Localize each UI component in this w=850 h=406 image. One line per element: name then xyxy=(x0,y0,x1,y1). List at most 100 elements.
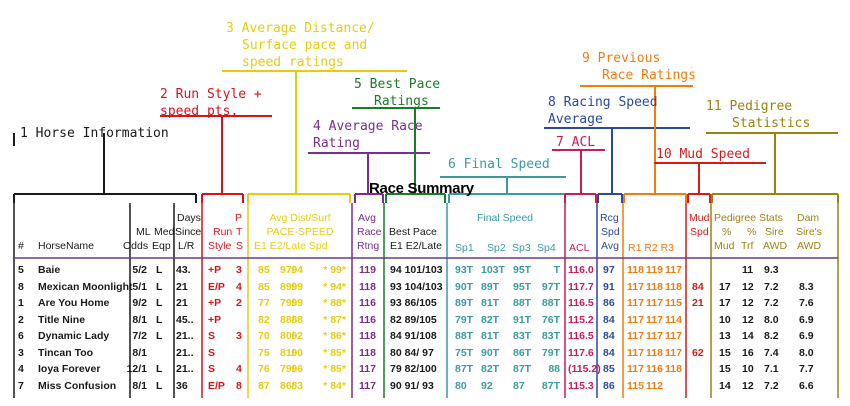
row-days: 43. xyxy=(176,264,191,276)
row-sp3: 83T xyxy=(513,330,532,342)
row-ptrf: 16 xyxy=(742,346,754,359)
hdr-t: T xyxy=(236,226,243,238)
row-horse: Are You Home xyxy=(38,297,110,309)
row-sp3: 95T xyxy=(513,280,532,293)
hdr-sire: Sire xyxy=(765,226,784,238)
hdr-rr-race: Race xyxy=(357,226,382,238)
row-sire: 9.3 xyxy=(764,264,779,276)
hdr-bp: Best Pace xyxy=(389,226,437,238)
row-rr: 118 xyxy=(359,346,376,359)
row-rr: 117 xyxy=(359,379,376,392)
row-r2: 116 xyxy=(646,363,663,375)
row-rsa: 86 xyxy=(603,379,615,392)
row-ml: 8/1 xyxy=(132,379,147,392)
row-horse: Baie xyxy=(38,264,61,276)
callout-line: 11 Pedigree xyxy=(706,99,793,114)
row-ptrf: 11 xyxy=(742,264,754,276)
row-r1: 117 xyxy=(627,330,644,342)
row-e2: 86/ xyxy=(280,379,295,392)
row-sp4: 76T xyxy=(541,313,560,326)
row-dam: 8.3 xyxy=(799,280,814,293)
callout-c7: 7 ACL xyxy=(556,135,596,150)
row-sp3: 87T xyxy=(513,363,532,375)
row-rsa: 85 xyxy=(603,363,615,375)
hdr-ped-trf: Trf xyxy=(741,240,754,252)
row-horse: Mexican Moonlight xyxy=(38,280,133,293)
hdr-sp3: Sp3 xyxy=(512,242,531,254)
row-sp4: 83T xyxy=(541,330,560,342)
hdr-avg-dist: Avg Dist/Surf xyxy=(269,212,331,224)
row-days: 21.. xyxy=(176,363,194,375)
row-sp4: 79T xyxy=(541,346,560,359)
hdr-mud: Mud xyxy=(689,212,710,224)
row-sp3: 88T xyxy=(513,297,532,309)
hdr-lr: L/R xyxy=(178,240,195,252)
row-ml: 5/1 xyxy=(132,280,147,293)
callout-c6: 6 Final Speed xyxy=(448,157,550,172)
hdr-dam: Dam xyxy=(797,212,820,224)
row-late: 96 xyxy=(291,363,303,375)
row-e1: 75 xyxy=(258,346,270,359)
row-e1: 85 xyxy=(258,264,270,276)
row-pmud: 13 xyxy=(719,330,731,342)
row-r1: 117 xyxy=(627,297,644,309)
row-rsa: 84 xyxy=(603,330,615,342)
row-mud: 21 xyxy=(692,297,704,309)
row-sp1: 75T xyxy=(455,346,474,359)
callout-c1: 1 Horse Information xyxy=(20,126,169,141)
row-days: 21 xyxy=(176,280,188,293)
row-ptrf: 12 xyxy=(742,280,754,293)
row-late: 99 xyxy=(291,297,303,309)
row-days: 21.. xyxy=(176,330,194,342)
row-sp4: 88T xyxy=(541,297,560,309)
row-r2: 119 xyxy=(646,264,663,276)
hdr-pace-speed: PACE-SPEED xyxy=(266,226,334,238)
hdr-final-speed: Final Speed xyxy=(476,212,534,224)
row-run: E/P xyxy=(208,379,225,392)
row-sp2: 103T xyxy=(481,264,505,276)
row-r2: 117 xyxy=(646,330,663,342)
row-days: 21 xyxy=(176,297,188,309)
row-r3: 117 xyxy=(665,264,682,276)
row-late: 92 xyxy=(291,330,303,342)
hdr-pct2: % xyxy=(747,226,757,238)
row-ptrf: 12 xyxy=(742,297,754,309)
row-acl: (115.2) xyxy=(568,363,601,375)
row-dam: 7.6 xyxy=(799,297,814,309)
hdr-bp-cols: E1 E2/Late xyxy=(390,240,442,252)
row-pmud: 15 xyxy=(719,346,731,359)
row-pts: 4 xyxy=(236,280,242,293)
row-acl: 117.6 xyxy=(568,346,594,359)
row-med: L xyxy=(156,313,163,326)
row-sp3: 91T xyxy=(513,313,532,326)
row-e2: 80/ xyxy=(280,330,295,342)
row-num: 3 xyxy=(18,346,24,359)
row-ml: 12/1 xyxy=(126,363,147,375)
hdr-style: Style xyxy=(208,240,232,252)
row-num: 6 xyxy=(18,330,24,342)
row-pmud: 10 xyxy=(719,313,731,326)
row-r1: 118 xyxy=(627,264,644,276)
row-run: S xyxy=(208,330,216,342)
row-sp1: 80 xyxy=(455,379,467,392)
row-sire: 7.2 xyxy=(764,280,779,293)
row-sire: 7.2 xyxy=(764,297,779,309)
row-bp: 94 101/103 xyxy=(390,264,443,276)
hdr-horse: HorseName xyxy=(38,240,95,252)
row-rr: 116 xyxy=(359,297,376,309)
row-med: L xyxy=(156,280,163,293)
row-sp2: 92 xyxy=(481,379,493,392)
row-r2: 118 xyxy=(646,280,663,293)
row-run: S xyxy=(208,363,216,375)
row-spd: * 85* xyxy=(323,363,346,375)
row-spd: * 99* xyxy=(323,264,346,276)
row-r1: 117 xyxy=(627,363,644,375)
row-num: 1 xyxy=(18,297,24,309)
row-num: 7 xyxy=(18,379,24,392)
row-ptrf: 14 xyxy=(742,330,754,342)
callout-line: speed ratings xyxy=(242,55,344,70)
